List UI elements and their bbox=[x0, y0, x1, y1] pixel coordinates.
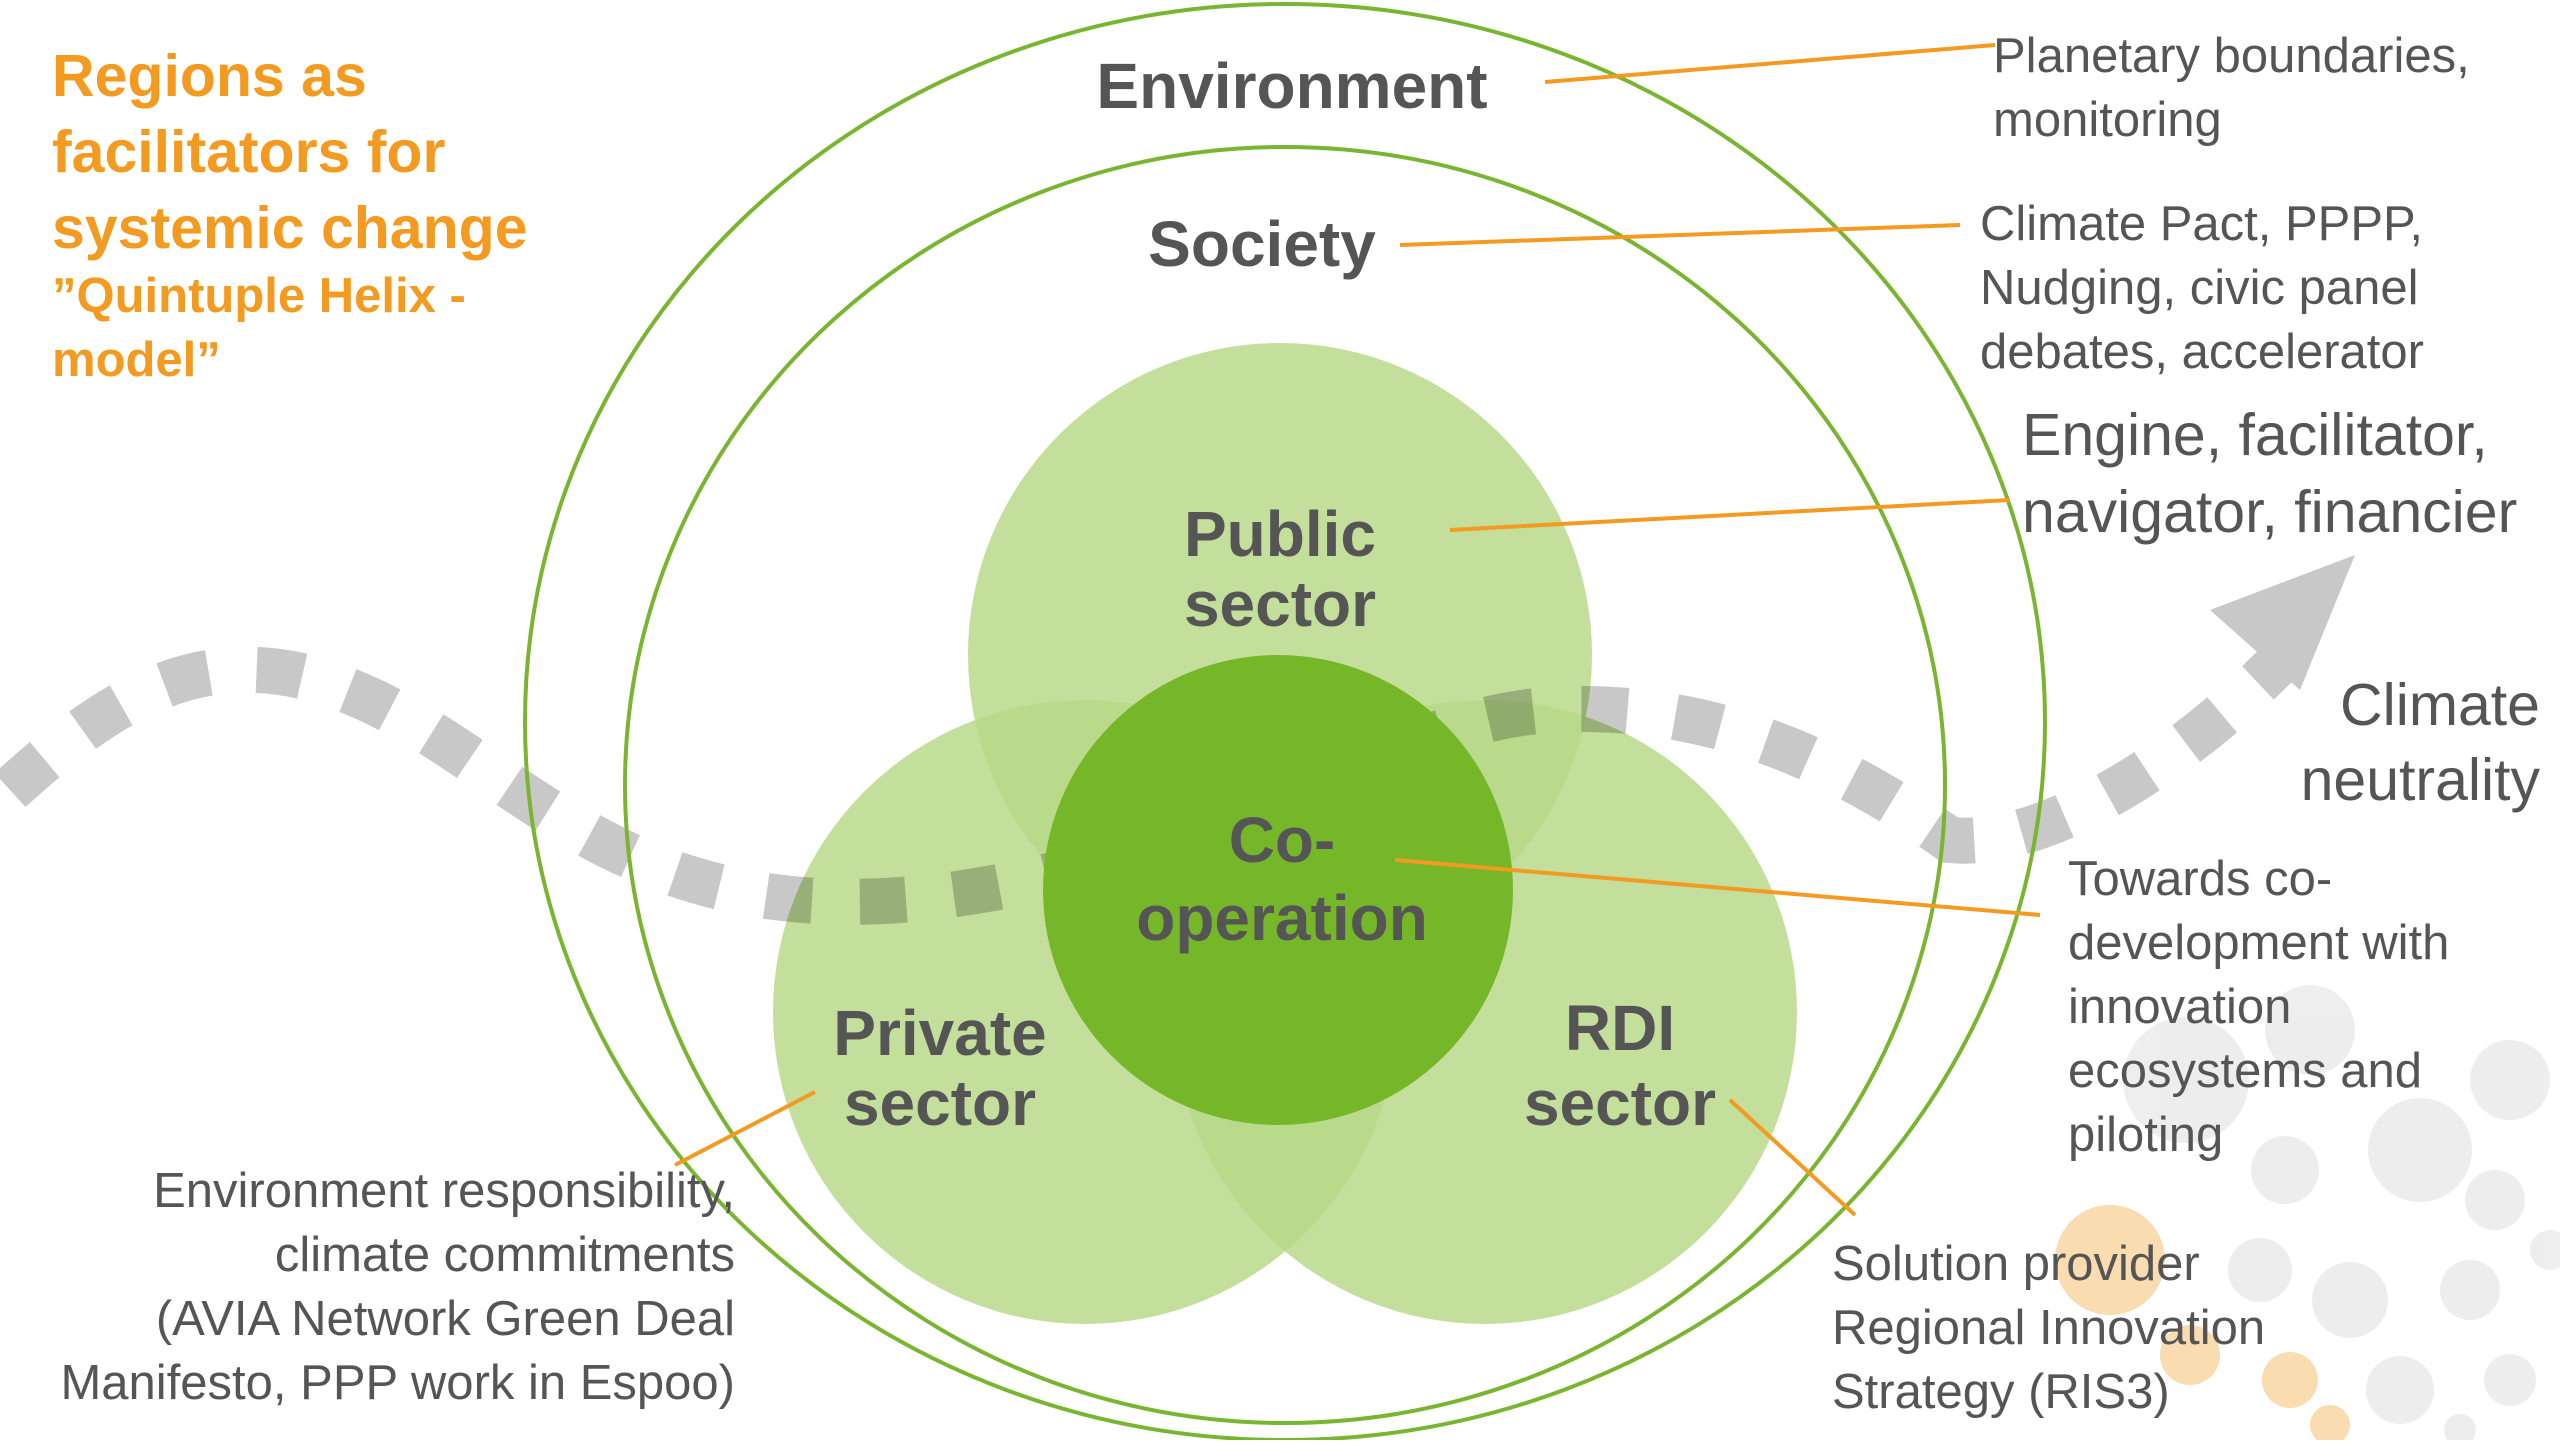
connector-lines bbox=[674, 43, 2041, 1217]
society-connector bbox=[1399, 223, 1961, 247]
rdi-sector-label: RDI bbox=[1565, 992, 1675, 1064]
environment-connector bbox=[1544, 43, 1996, 84]
svg-text:Environment responsibility,: Environment responsibility, bbox=[153, 1164, 735, 1218]
public-connector bbox=[1449, 498, 2011, 532]
svg-text:debates, accelerator: debates, accelerator bbox=[1980, 325, 2424, 379]
society-annotation: Climate Pact, PPPP, Nudging, civic panel… bbox=[1980, 197, 2424, 379]
svg-text:Strategy (RIS3): Strategy (RIS3) bbox=[1832, 1365, 2170, 1419]
private-sector-label: sector bbox=[844, 1067, 1036, 1139]
svg-text:development with: development with bbox=[2068, 916, 2449, 970]
decorative-dots bbox=[2055, 985, 2560, 1445]
society-ring bbox=[623, 145, 1947, 1425]
svg-text:(AVIA Network Green Deal: (AVIA Network Green Deal bbox=[156, 1292, 735, 1346]
helix-wave-path bbox=[0, 624, 2318, 925]
svg-text:neutrality: neutrality bbox=[2301, 747, 2541, 813]
public-sector-label: Public bbox=[1184, 498, 1376, 570]
environment-annotation: Planetary boundaries, monitoring bbox=[1993, 29, 2470, 147]
svg-text:Planetary boundaries,: Planetary boundaries, bbox=[1993, 29, 2470, 83]
rdi-sector-label: sector bbox=[1524, 1067, 1716, 1139]
svg-text:ecosystems and: ecosystems and bbox=[2068, 1044, 2422, 1098]
cooperation-circle bbox=[1043, 655, 1513, 1125]
svg-text:monitoring: monitoring bbox=[1993, 93, 2222, 147]
svg-text:Solution provider: Solution provider bbox=[1832, 1237, 2200, 1291]
climate-arrowhead bbox=[2210, 555, 2355, 690]
svg-text:navigator, financier: navigator, financier bbox=[2022, 479, 2517, 545]
public-sector-label: sector bbox=[1184, 568, 1376, 640]
svg-text:Regional Innovation: Regional Innovation bbox=[1832, 1301, 2265, 1355]
society-label: Society bbox=[1148, 208, 1376, 280]
svg-text:Manifesto, PPP work in Espoo): Manifesto, PPP work in Espoo) bbox=[60, 1356, 735, 1410]
svg-text:Towards co-: Towards co- bbox=[2068, 852, 2332, 906]
title-line: facilitators for bbox=[52, 119, 445, 185]
cooperation-label: Co- bbox=[1229, 804, 1336, 876]
svg-text:innovation: innovation bbox=[2068, 980, 2291, 1034]
svg-text:Nudging, civic panel: Nudging, civic panel bbox=[1980, 261, 2419, 315]
cooperation-annotation: Towards co- development with innovation … bbox=[2068, 852, 2449, 1162]
environment-label: Environment bbox=[1096, 50, 1487, 122]
subtitle-line: ”Quintuple Helix - bbox=[52, 269, 466, 323]
climate-neutrality-goal: Climate neutrality bbox=[2301, 672, 2541, 813]
svg-text:Climate Pact, PPPP,: Climate Pact, PPPP, bbox=[1980, 197, 2423, 251]
private-annotation: Environment responsibility, climate comm… bbox=[60, 1164, 735, 1410]
cooperation-label: operation bbox=[1136, 882, 1428, 954]
title-line: Regions as bbox=[52, 43, 367, 109]
svg-text:climate commitments: climate commitments bbox=[275, 1228, 735, 1282]
cooperation-connector bbox=[1394, 858, 2041, 917]
svg-text:Climate: Climate bbox=[2340, 672, 2540, 738]
rdi-connector bbox=[1728, 1098, 1857, 1217]
svg-text:Engine, facilitator,: Engine, facilitator, bbox=[2022, 402, 2488, 468]
subtitle-line: model” bbox=[52, 333, 221, 387]
rdi-annotation: Solution provider Regional Innovation St… bbox=[1832, 1237, 2265, 1419]
private-sector-label: Private bbox=[833, 997, 1046, 1069]
title-line: systemic change bbox=[52, 195, 528, 261]
public-annotation: Engine, facilitator, navigator, financie… bbox=[2022, 402, 2517, 545]
title-block: Regions as facilitators for systemic cha… bbox=[52, 43, 528, 387]
svg-text:piloting: piloting bbox=[2068, 1108, 2223, 1162]
private-connector bbox=[674, 1090, 816, 1167]
